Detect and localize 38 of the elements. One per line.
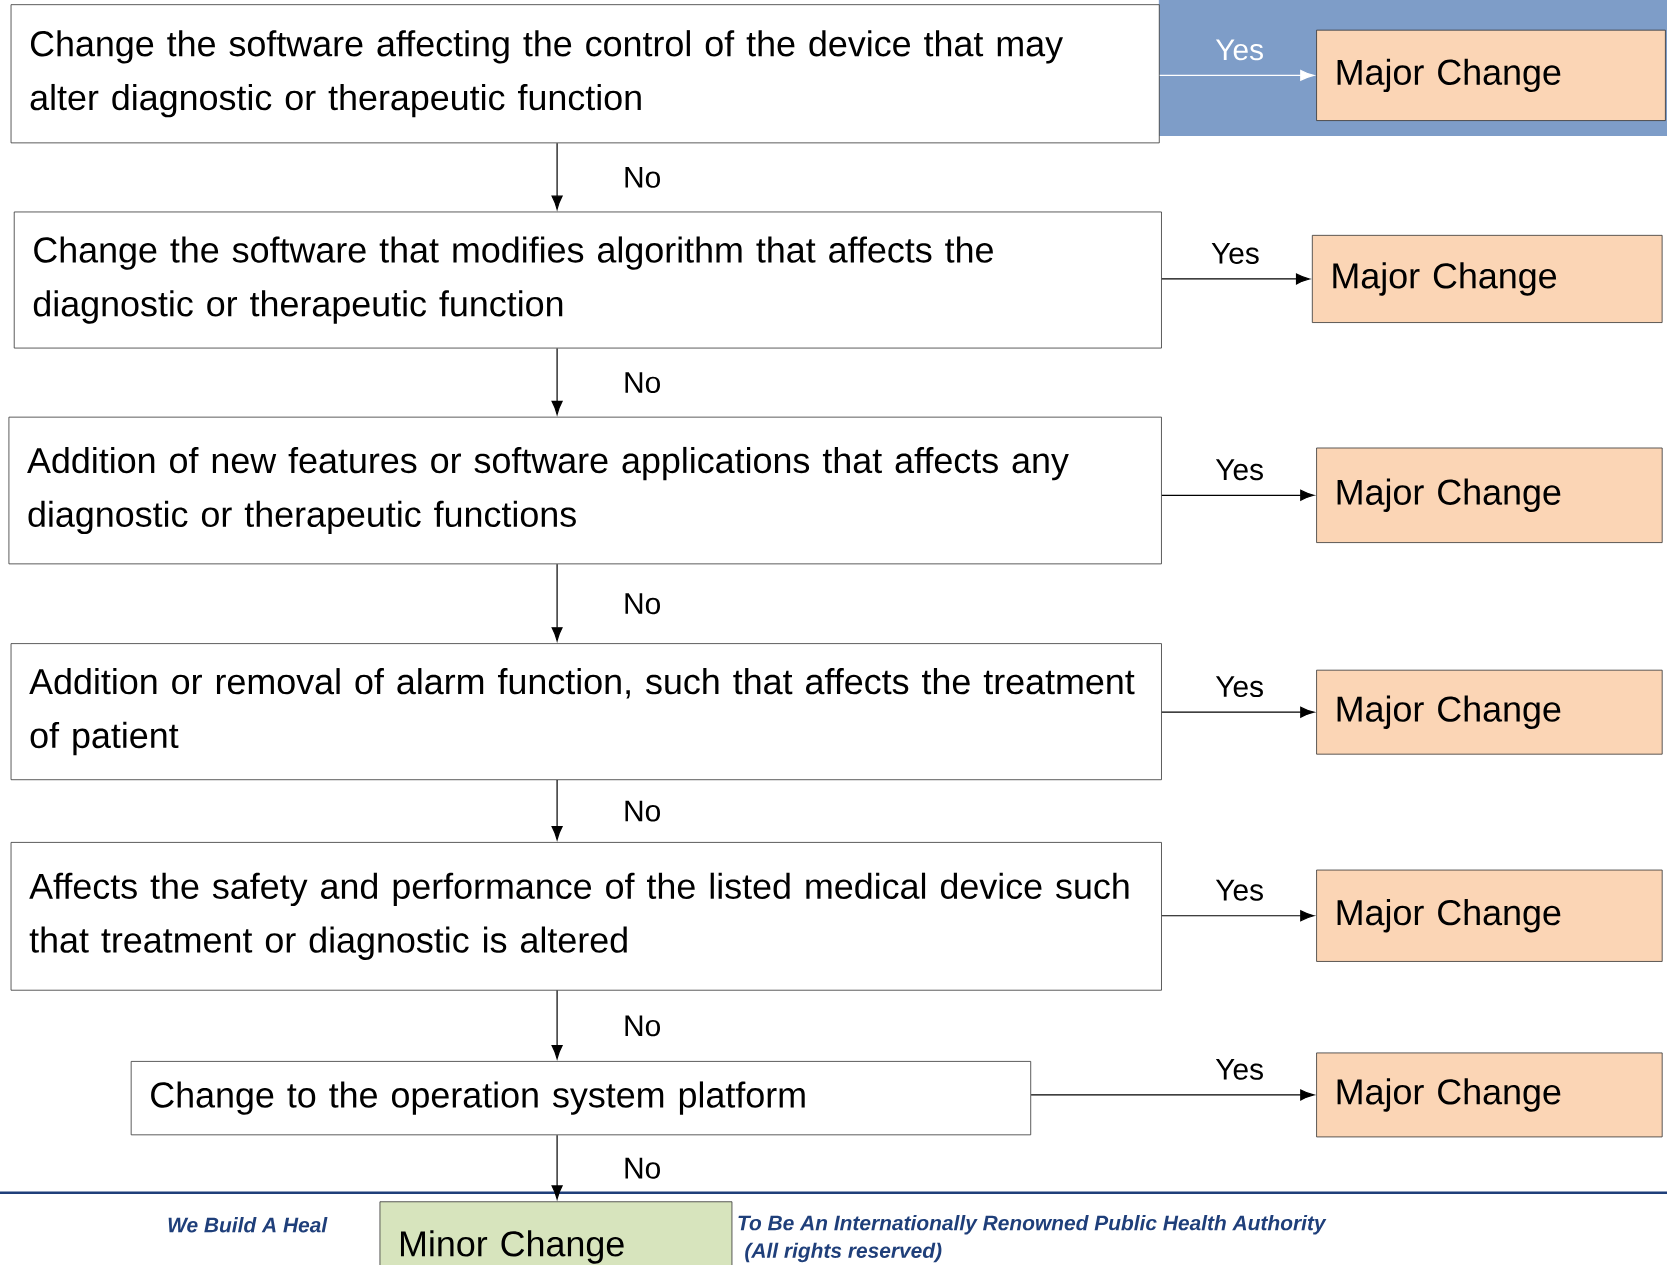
outcome-box: Major Change: [1316, 447, 1663, 543]
arrow: [551, 989, 563, 1060]
edge-label: Yes: [1215, 459, 1263, 481]
arrow: [551, 563, 563, 642]
outcome-box: Major Change: [1316, 869, 1663, 962]
footer-text: We Build A Heal: [168, 1217, 328, 1233]
arrow: [1159, 69, 1315, 81]
edge-label: Yes: [1215, 1058, 1263, 1080]
outcome-box: Minor Change: [379, 1201, 733, 1265]
question-box: Change the software affecting the control of the device that may alter diagnostic or therapeutic function: [10, 4, 1160, 144]
question-box: Addition or removal of alarm function, such that affects the treatment of patient: [10, 643, 1162, 781]
edge-label: Yes: [1215, 39, 1263, 61]
arrow: [551, 1134, 563, 1200]
edge-label: No: [625, 800, 660, 822]
edge-label: Yes: [1211, 242, 1259, 264]
edge-label: No: [625, 1015, 660, 1037]
edge-label: Yes: [1215, 676, 1263, 698]
edge-label: Yes: [1215, 879, 1263, 901]
arrow: [1161, 273, 1311, 285]
arrow: [551, 347, 563, 415]
question-box: Affects the safety and performance of the listed medical device such that treatment or diagnostic is altered: [10, 841, 1162, 991]
arrow: [551, 779, 563, 841]
edge-label: No: [625, 166, 660, 188]
edge-label: No: [625, 1157, 660, 1179]
question-box: Change to the operation system platform: [130, 1060, 1032, 1136]
arrow: [1161, 910, 1315, 922]
outcome-box: Major Change: [1316, 669, 1663, 755]
outcome-box: Major Change: [1316, 29, 1666, 121]
arrow: [1161, 489, 1315, 501]
arrow: [551, 142, 563, 210]
question-box: Addition of new features or software applications that affects any diagnostic or therapeutic functions: [8, 416, 1162, 565]
arrow: [1161, 706, 1315, 718]
edge-label: No: [625, 593, 660, 615]
question-box: Change the software that modifies algorithm that affects the diagnostic or therapeutic function: [13, 211, 1162, 349]
edge-label: No: [625, 372, 660, 393]
outcome-box: Major Change: [1316, 1052, 1663, 1138]
outcome-box: Major Change: [1311, 234, 1663, 323]
arrow: [1030, 1089, 1315, 1101]
